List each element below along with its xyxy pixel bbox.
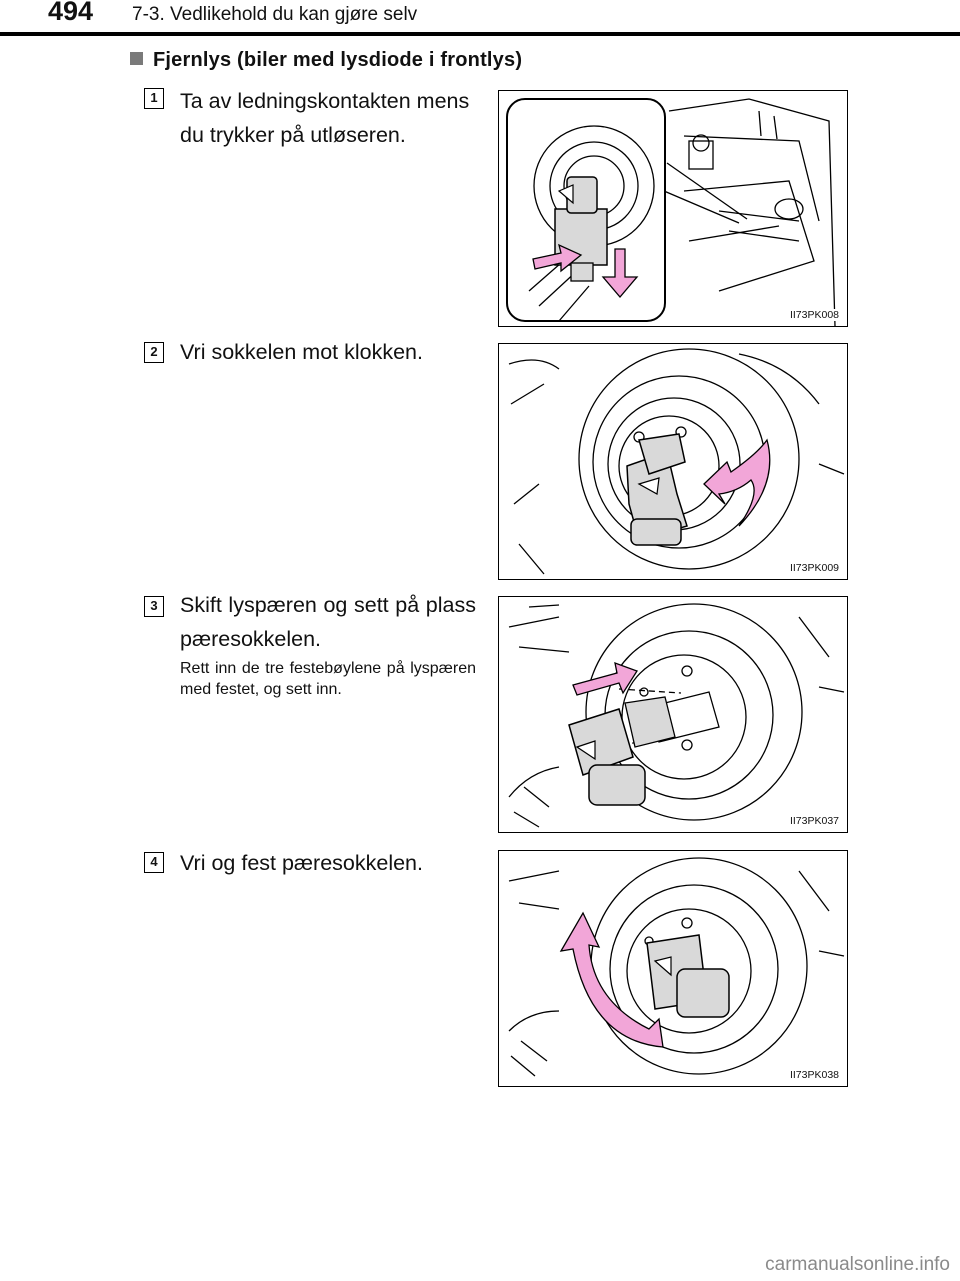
- header-rule: [0, 32, 960, 36]
- chapter-title: 7-3. Vedlikehold du kan gjøre selv: [132, 4, 418, 25]
- watermark: carmanualsonline.info: [765, 1254, 950, 1275]
- figure-step-3: II73PK037: [498, 596, 848, 833]
- figure-code-1: II73PK008: [787, 309, 841, 321]
- step-4-text: Vri og fest pæresokkelen.: [180, 851, 423, 875]
- page-number: 494: [48, 0, 94, 26]
- figure-step-4: II73PK038: [498, 850, 848, 1087]
- figure-code-4: II73PK038: [787, 1069, 841, 1081]
- figure-code-2: II73PK009: [787, 562, 841, 574]
- socket-turn-illustration: [508, 348, 845, 575]
- step-3-text: Skift lyspæren og sett på plass pæresokk…: [180, 593, 476, 651]
- section-heading: Fjernlys (biler med lysdiode i frontlys): [130, 49, 522, 72]
- bulb-replace-illustration: [508, 603, 845, 828]
- step-badge-4: 4: [144, 852, 164, 873]
- step-badge-3: 3: [144, 596, 164, 617]
- socket-fasten-illustration: [508, 857, 845, 1077]
- square-bullet-icon: [130, 52, 143, 65]
- figure-code-3: II73PK037: [787, 815, 841, 827]
- step-1-text: Ta av ledningskontakten mens du trykker …: [180, 89, 470, 147]
- connector-removal-illustration: [506, 98, 836, 326]
- step-badge-2: 2: [144, 342, 164, 363]
- figure-step-1: II73PK008: [498, 90, 848, 327]
- section-title: Fjernlys (biler med lysdiode i frontlys): [153, 49, 523, 71]
- figure-step-2: II73PK009: [498, 343, 848, 580]
- step-badge-1: 1: [144, 88, 164, 109]
- step-3-note: Rett inn de tre festebøylene på lyspæren…: [180, 660, 476, 698]
- step-2-text: Vri sokkelen mot klokken.: [180, 340, 423, 364]
